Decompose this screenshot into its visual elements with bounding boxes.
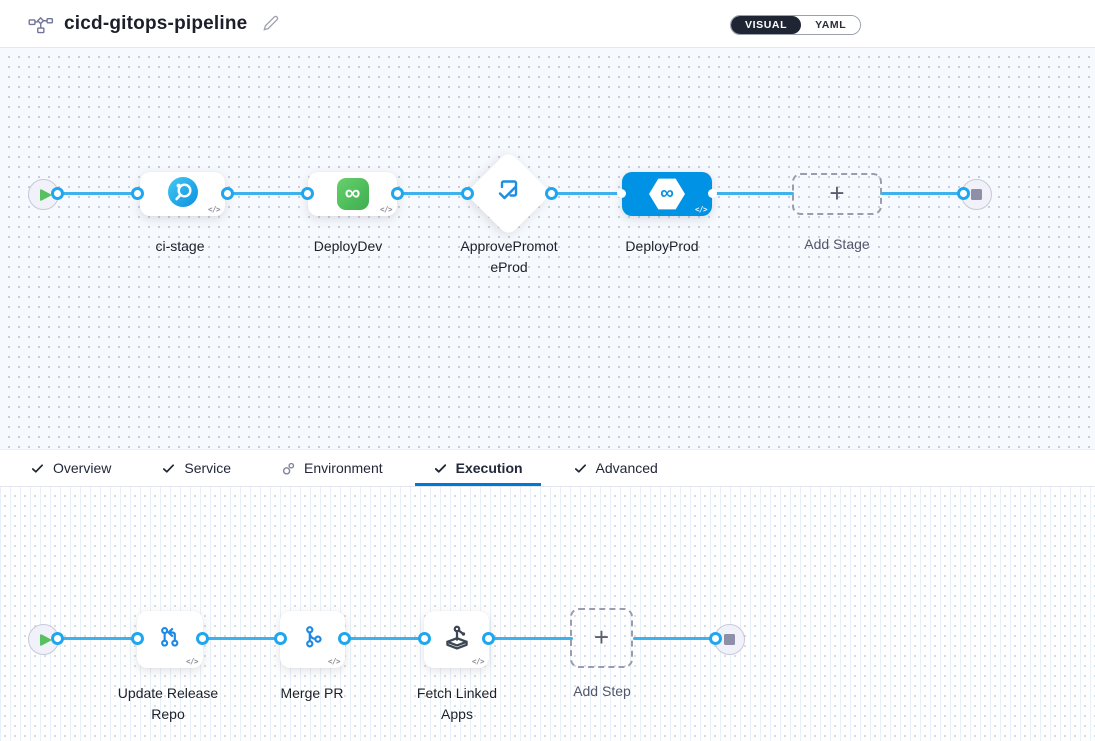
visual-toggle-button[interactable]: VISUAL <box>731 16 802 34</box>
connector-port[interactable] <box>957 187 970 200</box>
plus-icon: + <box>829 178 845 208</box>
code-icon: </> <box>327 657 341 666</box>
step-node-update-release-repo[interactable]: </> <box>137 611 203 668</box>
connector-edge <box>200 637 284 640</box>
execution-canvas[interactable]: </> Update Release Repo </> Merge PR <box>0 487 1095 741</box>
connector-edge <box>395 192 468 195</box>
view-toggle: VISUAL YAML <box>730 15 862 35</box>
connector-edge <box>43 637 140 640</box>
connector-port[interactable] <box>301 187 314 200</box>
tab-service[interactable]: Service <box>143 450 249 486</box>
add-step-label: Add Step <box>573 683 631 699</box>
connector-port[interactable] <box>196 632 209 645</box>
cd-deploy-icon: ∞ <box>336 178 369 210</box>
pipeline-title: cicd-gitops-pipeline <box>64 12 248 34</box>
code-icon: </> <box>694 205 708 214</box>
stage-label: DeployDev <box>313 238 383 254</box>
add-stage-label: Add Stage <box>804 236 870 252</box>
stage-label: DeployProd <box>625 238 699 254</box>
plus-icon: + <box>593 622 610 652</box>
check-icon <box>161 461 176 476</box>
pipeline-start-node <box>28 179 59 210</box>
stage-label: ApprovePromoteProd <box>460 238 558 275</box>
edit-pencil-icon[interactable] <box>261 14 281 34</box>
connector-port[interactable] <box>51 187 64 200</box>
approval-icon <box>494 176 524 211</box>
stage-config-tabs: Overview Service Environment Execution <box>0 449 1095 487</box>
connector-port[interactable] <box>418 632 431 645</box>
connector-port[interactable] <box>461 187 474 200</box>
stage-node-ci-stage[interactable]: </> <box>140 172 225 216</box>
connector-port[interactable] <box>482 632 495 645</box>
step-node-fetch-linked-apps[interactable]: </> <box>424 611 489 668</box>
code-icon: </> <box>379 205 393 214</box>
step-label: Fetch Linked Apps <box>416 685 498 722</box>
node-port <box>617 189 626 198</box>
ci-build-icon <box>167 176 198 212</box>
add-step-button[interactable]: + <box>570 608 633 668</box>
connector-edge <box>43 192 140 195</box>
stage-label: ci-stage <box>155 238 205 254</box>
connector-edge <box>486 637 573 640</box>
connector-edge <box>880 192 962 195</box>
cd-deploy-icon: ∞ <box>649 178 685 210</box>
pipeline-icon <box>28 13 54 35</box>
check-icon <box>30 461 45 476</box>
play-icon <box>39 188 52 202</box>
stage-node-deploydev[interactable]: ∞ </> <box>308 172 397 216</box>
stage-node-deployprod[interactable]: ∞ </> <box>617 172 717 216</box>
tab-execution[interactable]: Execution <box>414 450 541 486</box>
step-node-merge-pr[interactable]: </> <box>280 611 345 668</box>
git-merge-icon <box>299 623 327 656</box>
environment-icon <box>281 461 296 476</box>
tab-environment[interactable]: Environment <box>263 450 401 486</box>
connector-port[interactable] <box>391 187 404 200</box>
connector-edge <box>550 192 624 195</box>
stage-node-approvepromoteprod[interactable] <box>465 150 552 237</box>
connector-port[interactable] <box>545 187 558 200</box>
git-update-icon <box>155 622 185 657</box>
step-label: Update Release Repo <box>117 685 219 722</box>
add-stage-button[interactable]: + <box>792 173 882 215</box>
code-icon: </> <box>471 657 485 666</box>
connector-port[interactable] <box>51 632 64 645</box>
yaml-toggle-button[interactable]: YAML <box>801 16 861 34</box>
tab-overview[interactable]: Overview <box>12 450 129 486</box>
check-icon <box>433 461 448 476</box>
gitops-fetch-icon <box>441 621 473 658</box>
code-icon: </> <box>207 205 221 214</box>
tab-advanced[interactable]: Advanced <box>555 450 676 486</box>
node-port <box>708 189 717 198</box>
code-icon: </> <box>185 657 199 666</box>
header: cicd-gitops-pipeline VISUAL YAML <box>0 0 1095 48</box>
connector-port[interactable] <box>274 632 287 645</box>
play-icon <box>39 633 52 647</box>
connector-port[interactable] <box>131 632 144 645</box>
stage-canvas[interactable]: </> ci-stage ∞ </> DeployDev ApproveProm… <box>0 48 1095 449</box>
check-icon <box>573 461 588 476</box>
connector-edge <box>633 637 717 640</box>
connector-edge <box>225 192 310 195</box>
connector-edge <box>341 637 428 640</box>
connector-port[interactable] <box>709 632 722 645</box>
connector-port[interactable] <box>338 632 351 645</box>
stop-icon <box>724 634 735 645</box>
connector-edge <box>710 192 794 195</box>
stop-icon <box>971 189 982 200</box>
step-label: Merge PR <box>280 685 344 701</box>
connector-port[interactable] <box>221 187 234 200</box>
connector-port[interactable] <box>131 187 144 200</box>
